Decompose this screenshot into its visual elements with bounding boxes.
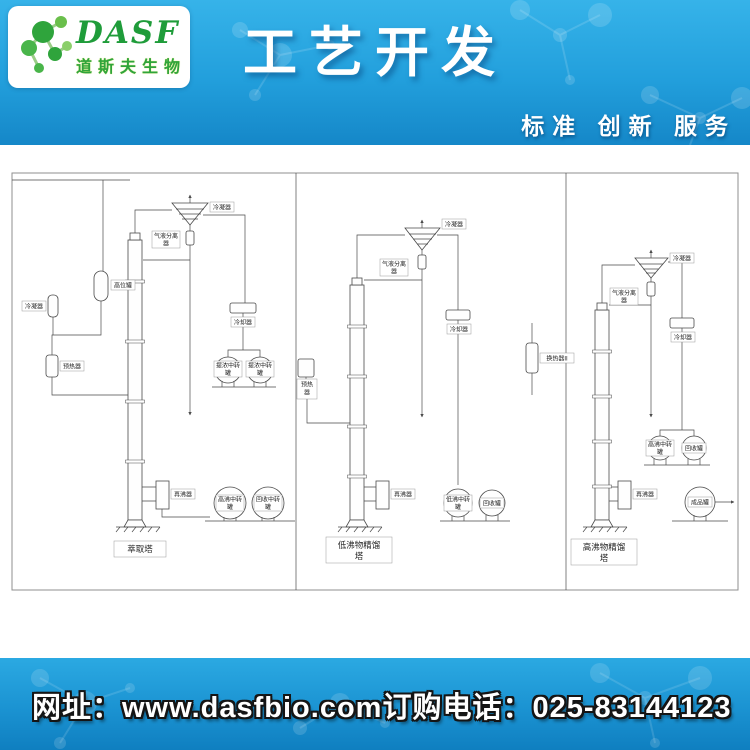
header: DASF 道斯夫生物 工艺开发 标准 创新 服务 [0, 0, 750, 145]
s2-column-skirt [345, 519, 369, 528]
s2-reboiler [375, 480, 390, 510]
s3-tower-label: 高沸物精馏塔 [583, 542, 626, 563]
s1-head-tank [93, 270, 109, 302]
s1-piping [12, 179, 261, 527]
s2-preheater-label: 预热器 [301, 381, 313, 397]
diagram-frame [11, 172, 739, 591]
brand-text: DASF [76, 14, 180, 51]
section-extraction: 冷凝器 气液分离器 高位罐 冷凝器 预热器 冷却器 提浓中转罐 提浓中转罐 [12, 179, 295, 558]
s1-column-skirt [123, 519, 147, 528]
s2-feed-preheater [297, 358, 315, 378]
s1-preheater-label: 预热器 [63, 362, 81, 370]
main-area: 冷凝器 气液分离器 高位罐 冷凝器 预热器 冷却器 提浓中转罐 提浓中转罐 [0, 145, 750, 658]
s2-condenser-label: 冷凝器 [445, 220, 463, 228]
s1-bottom-tank-1-label: 高沸中转罐 [218, 496, 242, 512]
s3-separator [646, 281, 656, 297]
s1-separator-label: 气液分离器 [154, 232, 178, 248]
s3-reboiler [617, 480, 632, 510]
slogan: 标准 创新 服务 [521, 113, 736, 139]
s2-exchanger [525, 342, 539, 374]
s1-reboiler [155, 480, 170, 510]
s3-condenser-label: 冷凝器 [673, 254, 691, 262]
s2-tower-label: 低沸物精馏塔 [338, 540, 381, 561]
s1-head-tank-label: 高位罐 [114, 281, 132, 289]
s1-column-cap [129, 232, 141, 241]
s3-cooler-label: 冷却器 [674, 333, 692, 341]
website-text: 网址：www.dasfbio.com [32, 692, 383, 724]
s2-cooler-label: 冷却器 [450, 325, 468, 333]
s1-labels: 冷凝器 气液分离器 高位罐 冷凝器 预热器 冷却器 提浓中转罐 提浓中转罐 [21, 201, 283, 558]
phone-text: 订购电话：025-83144123 [382, 692, 732, 724]
s3-tank-1-label: 高沸中转罐 [648, 441, 672, 457]
s1-separator [185, 230, 195, 246]
s1-condenser-label: 冷凝器 [213, 203, 231, 211]
s2-tank-2-label: 回收罐 [483, 499, 501, 507]
process-flow-diagram: 冷凝器 气液分离器 高位罐 冷凝器 预热器 冷却器 提浓中转罐 提浓中转罐 [11, 172, 739, 591]
s3-tank-2-label: 回收罐 [685, 444, 703, 452]
s1-preheater [45, 354, 59, 378]
s2-separator [417, 254, 427, 270]
s1-mid-tank-2-label: 提浓中转罐 [248, 362, 272, 378]
s2-reboiler-label: 再沸器 [394, 490, 412, 498]
s1-cooler-label: 冷却器 [234, 318, 252, 326]
s3-labels: 冷凝器 气液分离器 冷却器 高沸中转罐 回收罐 再沸器 成品罐 高沸物精馏塔 [570, 252, 713, 566]
s2-column [349, 284, 365, 521]
s2-cooler [445, 309, 471, 321]
s1-mid-tank-1-label: 提浓中转罐 [216, 362, 240, 378]
s1-reboiler-label: 再沸器 [174, 490, 192, 498]
s2-tank-1-label: 低沸中转罐 [446, 496, 470, 512]
s1-cooler [229, 302, 257, 314]
molecule-icon [21, 16, 72, 73]
s1-bottom-tank-2-label: 回收中转罐 [256, 496, 280, 512]
s2-piping [305, 234, 533, 527]
section-low-boiling: 冷凝器 气液分离器 冷却器 预热器 换热器II 低沸中转罐 回收罐 再沸器 [296, 218, 575, 564]
s1-tower-label: 萃取塔 [127, 544, 153, 554]
s3-cooler [669, 317, 695, 329]
footer: 网址：www.dasfbio.com 订购电话：025-83144123 [0, 658, 750, 750]
s3-column-cap [596, 302, 608, 311]
section-high-boiling: 冷凝器 气液分离器 冷却器 高沸中转罐 回收罐 再沸器 成品罐 高沸物精馏塔 [570, 249, 735, 566]
s2-exchanger-label: 换热器II [546, 354, 568, 362]
logo-texts: DASF 道斯夫生物 [76, 17, 186, 78]
logo: DASF 道斯夫生物 [8, 6, 190, 88]
s2-labels: 冷凝器 气液分离器 冷却器 预热器 换热器II 低沸中转罐 回收罐 再沸器 [296, 218, 575, 564]
s2-separator-label: 气液分离器 [382, 260, 406, 276]
s3-separator-label: 气液分离器 [612, 289, 636, 305]
s3-condenser [634, 257, 669, 279]
s1-left-condenser-label: 冷凝器 [25, 302, 43, 310]
brand-subtext: 道斯夫生物 [76, 59, 187, 77]
page-title: 工艺开发 [243, 23, 507, 83]
s2-column-cap [351, 277, 363, 286]
s1-left-condenser [47, 294, 59, 318]
s3-column-skirt [590, 519, 614, 528]
footer-row: 网址：www.dasfbio.com 订购电话：025-83144123 [0, 684, 750, 726]
s3-product-tank-label: 成品罐 [691, 498, 709, 506]
s3-reboiler-label: 再沸器 [636, 490, 654, 498]
s3-column [594, 309, 610, 521]
